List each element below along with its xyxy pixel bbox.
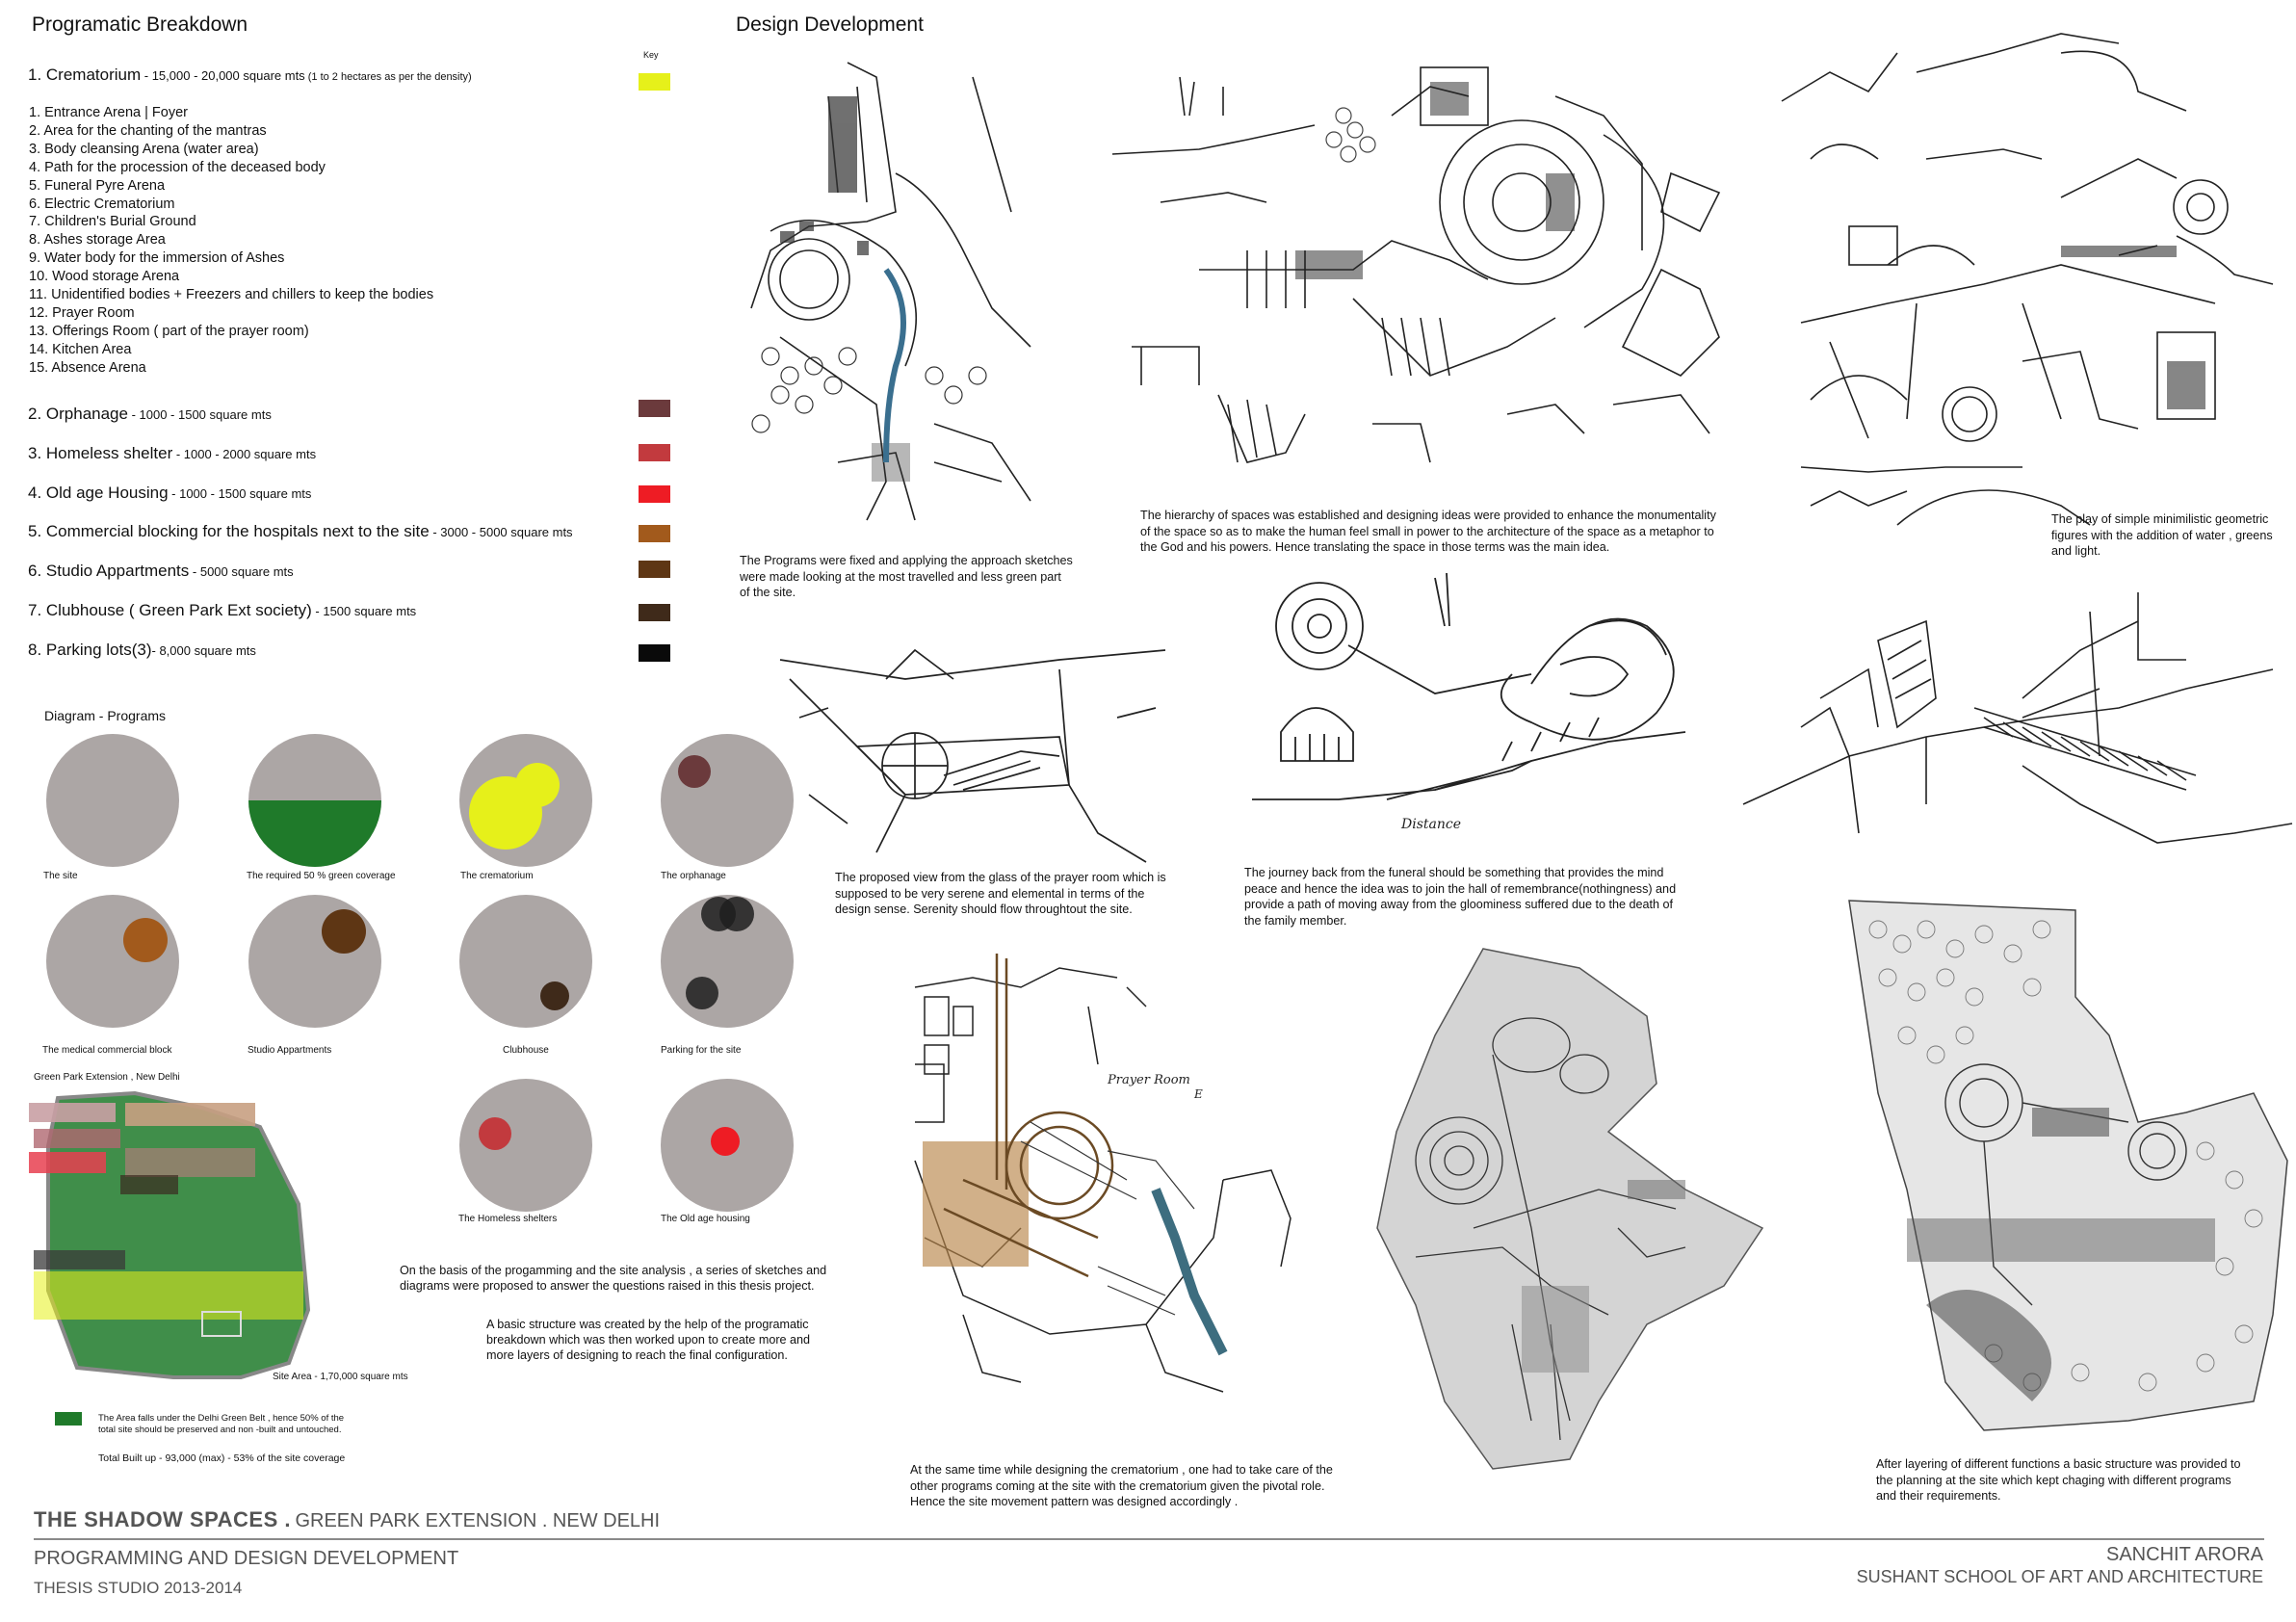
prayer-room-note: Prayer Room	[1107, 1073, 1190, 1087]
program-studio: 6. Studio Appartments - 5000 square mts	[28, 562, 294, 580]
sketch-prayer-room-view	[779, 648, 1166, 863]
key-swatch-studio	[639, 561, 670, 578]
circle-old-age	[661, 1079, 794, 1212]
total-builtup: Total Built up - 93,000 (max) - 53% of t…	[98, 1452, 346, 1464]
list-item: 5. Funeral Pyre Arena	[29, 177, 166, 194]
sketch-site-approach	[750, 62, 1031, 521]
list-item: 2. Area for the chanting of the mantras	[29, 122, 267, 139]
sketch-layered-plan	[1376, 948, 1764, 1470]
program-clubhouse: 7. Clubhouse ( Green Park Ext society) -…	[28, 601, 417, 619]
sketch-journey-distance: Distance	[1252, 572, 1686, 832]
sketch-site-movement: Prayer Room E	[914, 954, 1292, 1393]
site-area-label: Site Area - 1,70,000 square mts	[273, 1372, 408, 1382]
key-label: Key	[643, 50, 659, 60]
list-item: 14. Kitchen Area	[29, 341, 132, 357]
list-item: 11. Unidentified bodies + Freezers and c…	[29, 287, 434, 303]
caption-geometric-figures: The play of simple minimilistic geometri…	[2051, 512, 2273, 558]
circle-label: Parking for the site	[661, 1045, 742, 1056]
crematorium-title: 1. Crematorium - 15,000 - 20,000 square …	[28, 65, 472, 84]
circle-orphanage	[661, 734, 794, 867]
project-title: THE SHADOW SPACES . GREEN PARK EXTENSION…	[34, 1507, 661, 1531]
studio-dot	[322, 909, 366, 954]
crematorium-items: 1. Entrance Arena | Foyer 2. Area for th…	[29, 104, 433, 378]
circle-label: The Old age housing	[661, 1214, 750, 1224]
sketch-hierarchy	[1111, 66, 1721, 463]
program-old-age-housing: 4. Old age Housing - 1000 - 1500 square …	[28, 484, 312, 502]
circle-label: The orphanage	[661, 871, 726, 881]
program-orphanage: 2. Orphanage - 1000 - 1500 square mts	[28, 405, 272, 423]
list-item: 4. Path for the procession of the deceas…	[29, 159, 326, 175]
e-note: E	[1193, 1087, 1203, 1101]
medical-dot	[123, 918, 168, 962]
list-item: 15. Absence Arena	[29, 359, 146, 376]
circle-clubhouse	[459, 895, 592, 1028]
list-item: 12. Prayer Room	[29, 304, 135, 321]
site-label: Green Park Extension , New Delhi	[34, 1072, 180, 1083]
diagram-heading: Diagram - Programs	[44, 708, 167, 723]
footer-school: SUSHANT SCHOOL OF ART AND ARCHITECTURE	[1856, 1567, 2263, 1586]
list-item: 13. Offerings Room ( part of the prayer …	[29, 323, 309, 339]
footer-divider	[34, 1538, 2264, 1540]
caption-final-plan: After layering of different functions a …	[1876, 1457, 2241, 1503]
structure-paragraph: A basic structure was created by the hel…	[486, 1318, 811, 1362]
circle-studio	[248, 895, 381, 1028]
circle-label: Clubhouse	[503, 1045, 549, 1056]
caption-site-approach: The Programs were fixed and applying the…	[740, 554, 1073, 599]
sketch-geometric-figures	[1781, 33, 2274, 526]
key-swatch-clubhouse	[639, 604, 670, 621]
key-swatch-old-age	[639, 485, 670, 503]
sketch-final-site-plan	[1848, 900, 2288, 1431]
circle-crematorium	[459, 734, 592, 867]
clubhouse-dot	[540, 981, 569, 1010]
circle-site	[46, 734, 179, 867]
key-swatch-crematorium	[639, 73, 670, 91]
caption-site-movement: At the same time while designing the cre…	[910, 1463, 1333, 1508]
green-belt-swatch	[55, 1412, 82, 1426]
list-item: 7. Children's Burial Ground	[29, 214, 196, 230]
circle-parking	[661, 895, 794, 1028]
list-item: 1. Entrance Arena | Foyer	[29, 105, 188, 120]
sketch-stairs	[1742, 592, 2293, 844]
site-plan-diagram	[29, 1090, 311, 1379]
key-swatch-parking	[639, 644, 670, 662]
crematorium-blob	[515, 763, 560, 807]
circle-label: Studio Appartments	[248, 1045, 332, 1056]
circle-homeless	[459, 1079, 592, 1212]
circle-label: The Homeless shelters	[458, 1214, 558, 1224]
old-age-dot	[711, 1127, 740, 1156]
programmatic-heading: Programatic Breakdown	[32, 13, 248, 36]
green-half	[248, 800, 381, 867]
list-item: 9. Water body for the immersion of Ashes	[29, 250, 285, 267]
program-commercial: 5. Commercial blocking for the hospitals…	[28, 522, 573, 540]
basis-paragraph: On the basis of the progamming and the s…	[400, 1264, 827, 1293]
caption-hierarchy: The hierarchy of spaces was established …	[1140, 509, 1716, 554]
orphanage-dot	[678, 755, 711, 788]
circle-medical	[46, 895, 179, 1028]
caption-journey: The journey back from the funeral should…	[1244, 866, 1677, 928]
program-homeless-shelter: 3. Homeless shelter - 1000 - 2000 square…	[28, 444, 317, 462]
footer-studio: THESIS STUDIO 2013-2014	[34, 1579, 243, 1597]
circle-green-coverage	[248, 734, 381, 867]
list-item: 10. Wood storage Arena	[29, 269, 180, 285]
green-belt-note: The Area falls under the Delhi Green Bel…	[98, 1413, 345, 1435]
parking-dot	[719, 897, 754, 931]
circle-label: The required 50 % green coverage	[247, 871, 396, 881]
design-development-heading: Design Development	[736, 13, 924, 36]
circle-label: The crematorium	[460, 871, 534, 881]
distance-note: Distance	[1400, 817, 1461, 832]
program-parking: 8. Parking lots(3)- 8,000 square mts	[28, 641, 256, 659]
list-item: 8. Ashes storage Area	[29, 232, 166, 249]
caption-prayer-room-view: The proposed view from the glass of the …	[835, 871, 1166, 916]
footer-author: SANCHIT ARORA	[2106, 1544, 2263, 1565]
list-item: 6. Electric Crematorium	[29, 196, 175, 212]
key-swatch-commercial	[639, 525, 670, 542]
key-swatch-homeless	[639, 444, 670, 461]
key-swatch-orphanage	[639, 400, 670, 417]
parking-dot	[686, 977, 718, 1009]
list-item: 3. Body cleansing Arena (water area)	[29, 141, 259, 157]
circle-label: The medical commercial block	[42, 1045, 172, 1056]
homeless-dot	[479, 1117, 511, 1150]
footer-subtitle: PROGRAMMING AND DESIGN DEVELOPMENT	[34, 1548, 459, 1569]
circle-label: The site	[43, 871, 78, 881]
